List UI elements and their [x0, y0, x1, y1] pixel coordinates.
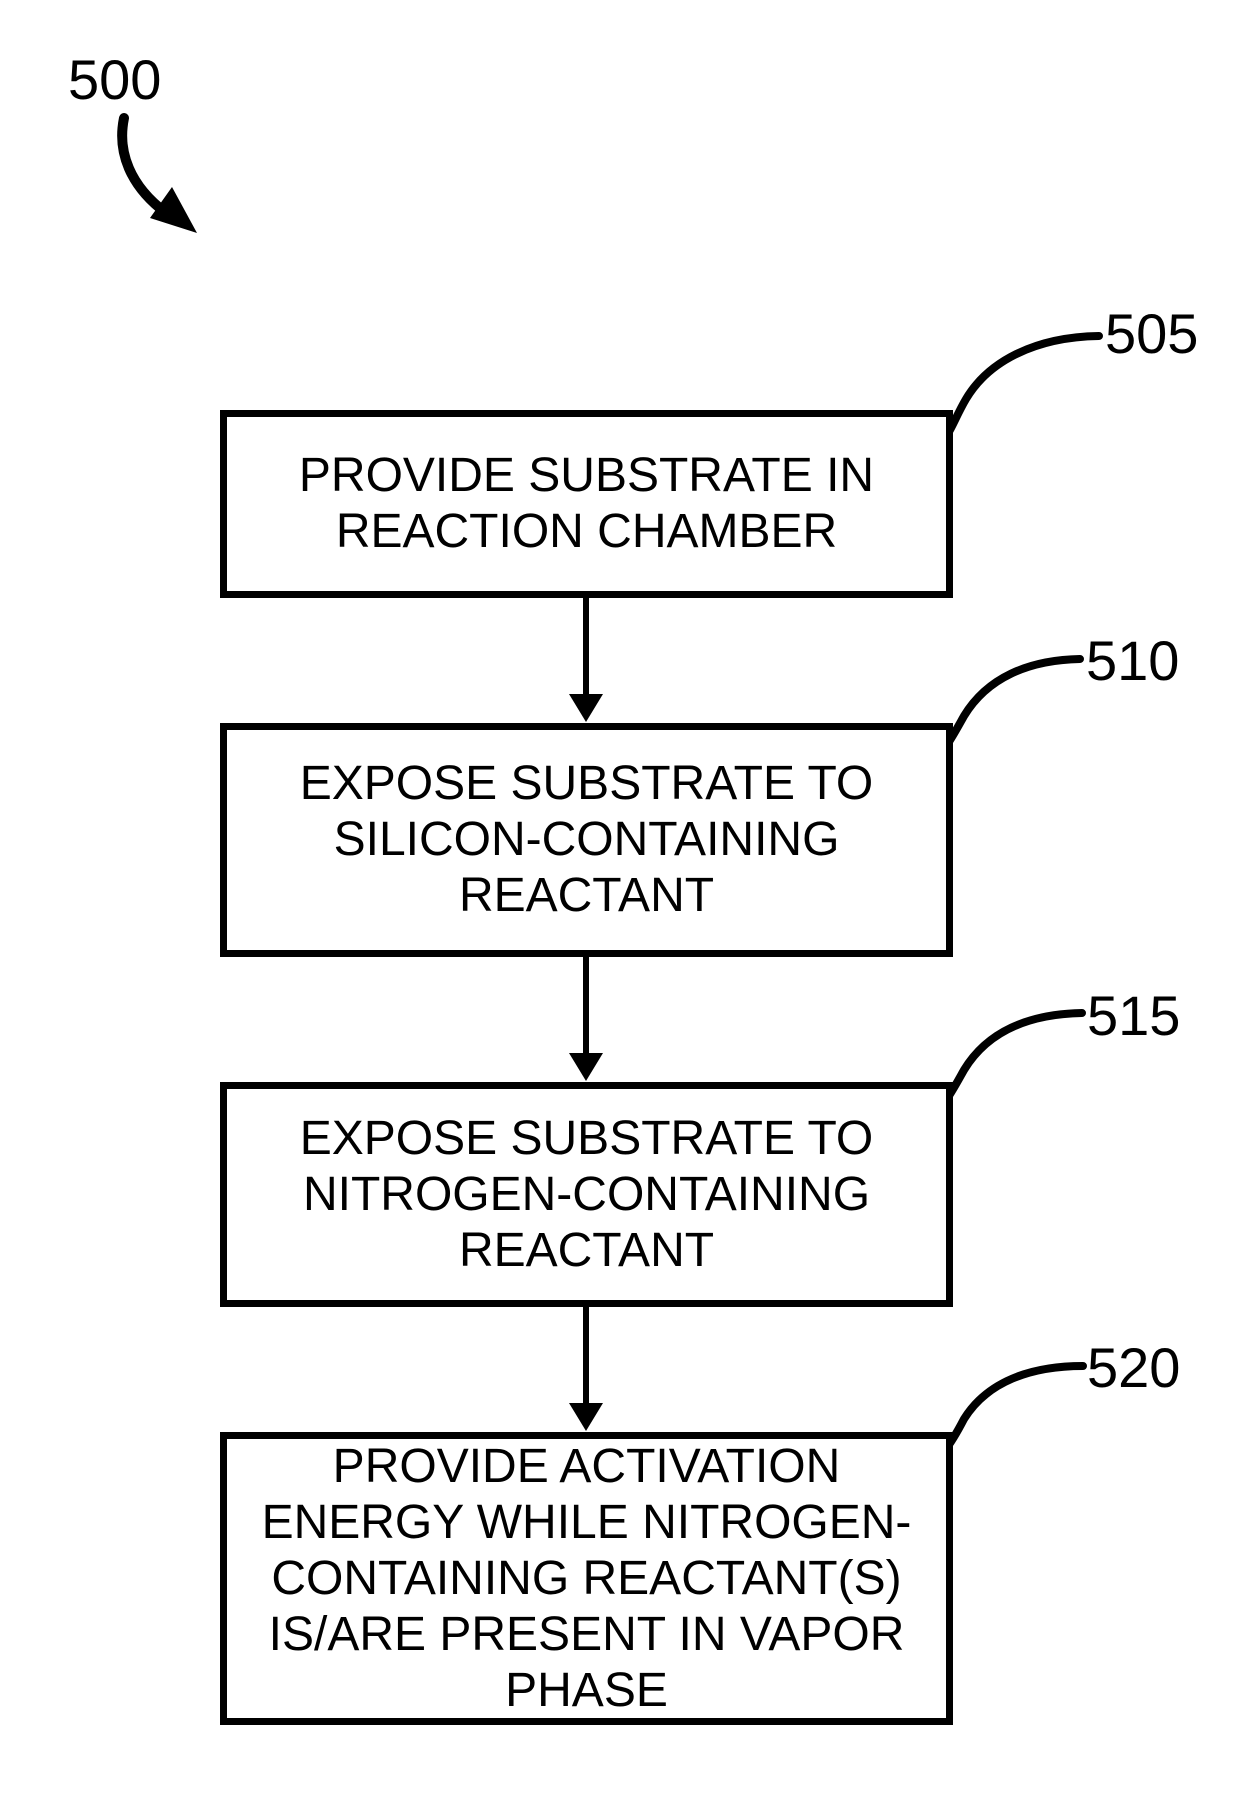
- step-515-text-line: REACTANT: [458, 1223, 715, 1277]
- flowchart-step-505: PROVIDE SUBSTRATE IN REACTION CHAMBER: [220, 410, 953, 598]
- step-510-text-line: SILICON-CONTAINING: [333, 813, 840, 866]
- step-520-text-line: PROVIDE ACTIVATION: [332, 1439, 841, 1493]
- flow-arrow-515-520-head: [569, 1403, 603, 1431]
- reference-numeral-510: 510: [1086, 629, 1180, 692]
- step-520-text-line: ENERGY WHILE NITROGEN-: [261, 1495, 912, 1549]
- step-505-text-line: REACTION CHAMBER: [335, 505, 838, 558]
- reference-numeral-505: 505: [1105, 302, 1199, 365]
- flowchart-step-510: EXPOSE SUBSTRATE TO SILICON-CONTAINING R…: [220, 723, 953, 957]
- flowchart-step-515: EXPOSE SUBSTRATE TO NITROGEN-CONTAINING …: [220, 1082, 953, 1307]
- reference-numeral-515: 515: [1087, 984, 1181, 1047]
- flowchart-step-520: PROVIDE ACTIVATION ENERGY WHILE NITROGEN…: [220, 1432, 953, 1725]
- figure-reference-arrow: [117, 113, 171, 218]
- step-520-text-line: IS/ARE PRESENT IN VAPOR: [268, 1607, 905, 1661]
- figure-reference-arrowhead: [150, 187, 197, 233]
- step-520-text-line: PHASE: [505, 1663, 668, 1717]
- flow-arrow-505-510-head: [569, 694, 603, 722]
- figure-number-500: 500: [68, 48, 162, 111]
- step-505-text-line: PROVIDE SUBSTRATE IN: [298, 449, 875, 502]
- step-520-text-line: CONTAINING REACTANT(S): [271, 1551, 902, 1605]
- step-515-text-line: NITROGEN-CONTAINING: [302, 1167, 871, 1221]
- leader-line-505: [932, 332, 1103, 451]
- step-510-text-line: REACTANT: [458, 869, 715, 922]
- step-510-text-line: EXPOSE SUBSTRATE TO: [299, 757, 874, 810]
- step-515-text-line: EXPOSE SUBSTRATE TO: [299, 1111, 874, 1165]
- flow-arrow-510-515-head: [569, 1053, 603, 1081]
- reference-numeral-520: 520: [1087, 1336, 1181, 1399]
